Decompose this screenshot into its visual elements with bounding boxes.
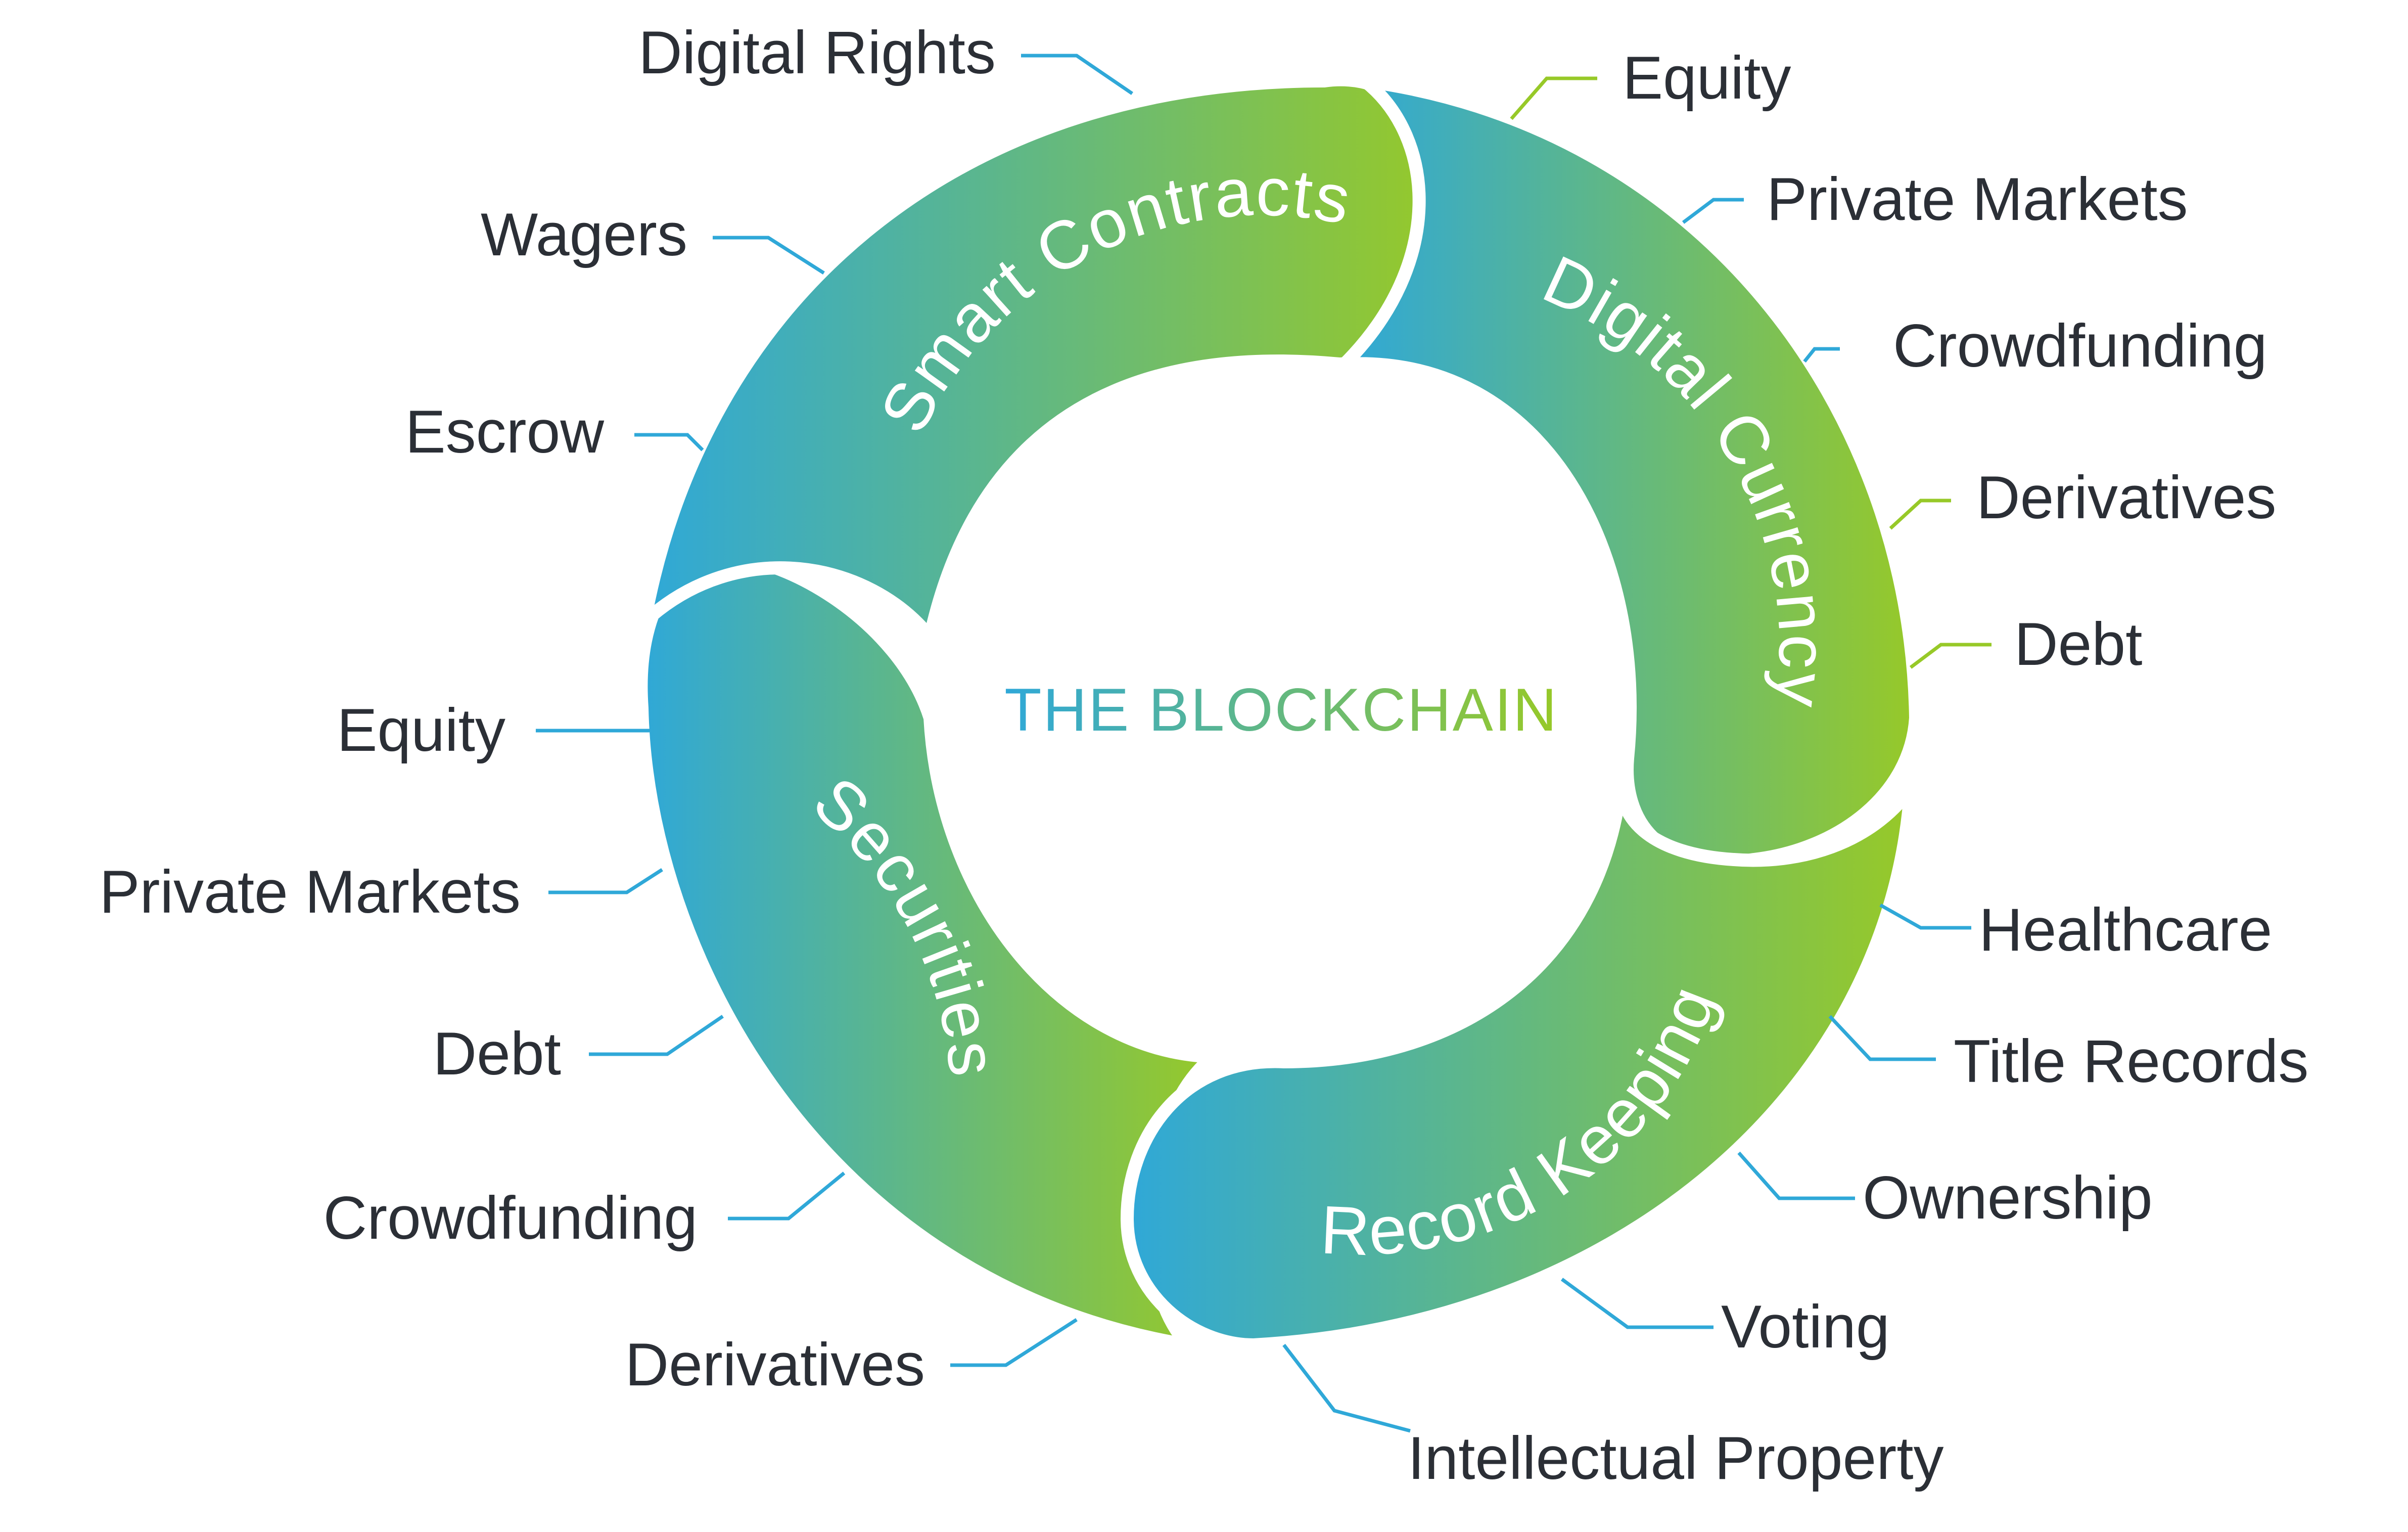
- item-title-records: Title Records: [1954, 1027, 2308, 1095]
- item-private-markets: Private Markets: [1767, 165, 2188, 233]
- digital-currency-items: Equity Private Markets Crowdfunding Deri…: [1623, 44, 2277, 678]
- item-debt: Debt: [2014, 610, 2142, 678]
- item-escrow: Escrow: [405, 398, 605, 466]
- ring: [634, 71, 1923, 1355]
- item-ownership: Ownership: [1863, 1164, 2153, 1232]
- item-sec-private-markets: Private Markets: [99, 858, 521, 926]
- item-equity: Equity: [1623, 44, 1791, 112]
- connectors: [536, 54, 1992, 1433]
- securities-items: Equity Private Markets Debt Crowdfunding…: [99, 696, 925, 1399]
- segment-record-keeping[interactable]: [1120, 766, 1919, 1352]
- item-intellectual-property: Intellectual Property: [1408, 1424, 1944, 1492]
- item-digital-rights: Digital Rights: [638, 19, 996, 86]
- item-voting: Voting: [1721, 1293, 1890, 1361]
- center-title: THE BLOCKCHAIN: [1004, 676, 1558, 744]
- smart-contracts-items: Digital Rights Wagers Escrow: [405, 19, 996, 466]
- item-sec-equity: Equity: [337, 696, 505, 764]
- item-crowdfunding: Crowdfunding: [1893, 312, 2267, 380]
- record-keeping-items: Healthcare Title Records Ownership Votin…: [1408, 896, 2308, 1492]
- item-sec-derivatives: Derivatives: [625, 1331, 925, 1399]
- item-sec-debt: Debt: [433, 1020, 561, 1088]
- item-healthcare: Healthcare: [1979, 896, 2272, 964]
- item-wagers: Wagers: [481, 201, 687, 268]
- item-sec-crowdfunding: Crowdfunding: [323, 1184, 698, 1252]
- item-derivatives: Derivatives: [1976, 464, 2277, 531]
